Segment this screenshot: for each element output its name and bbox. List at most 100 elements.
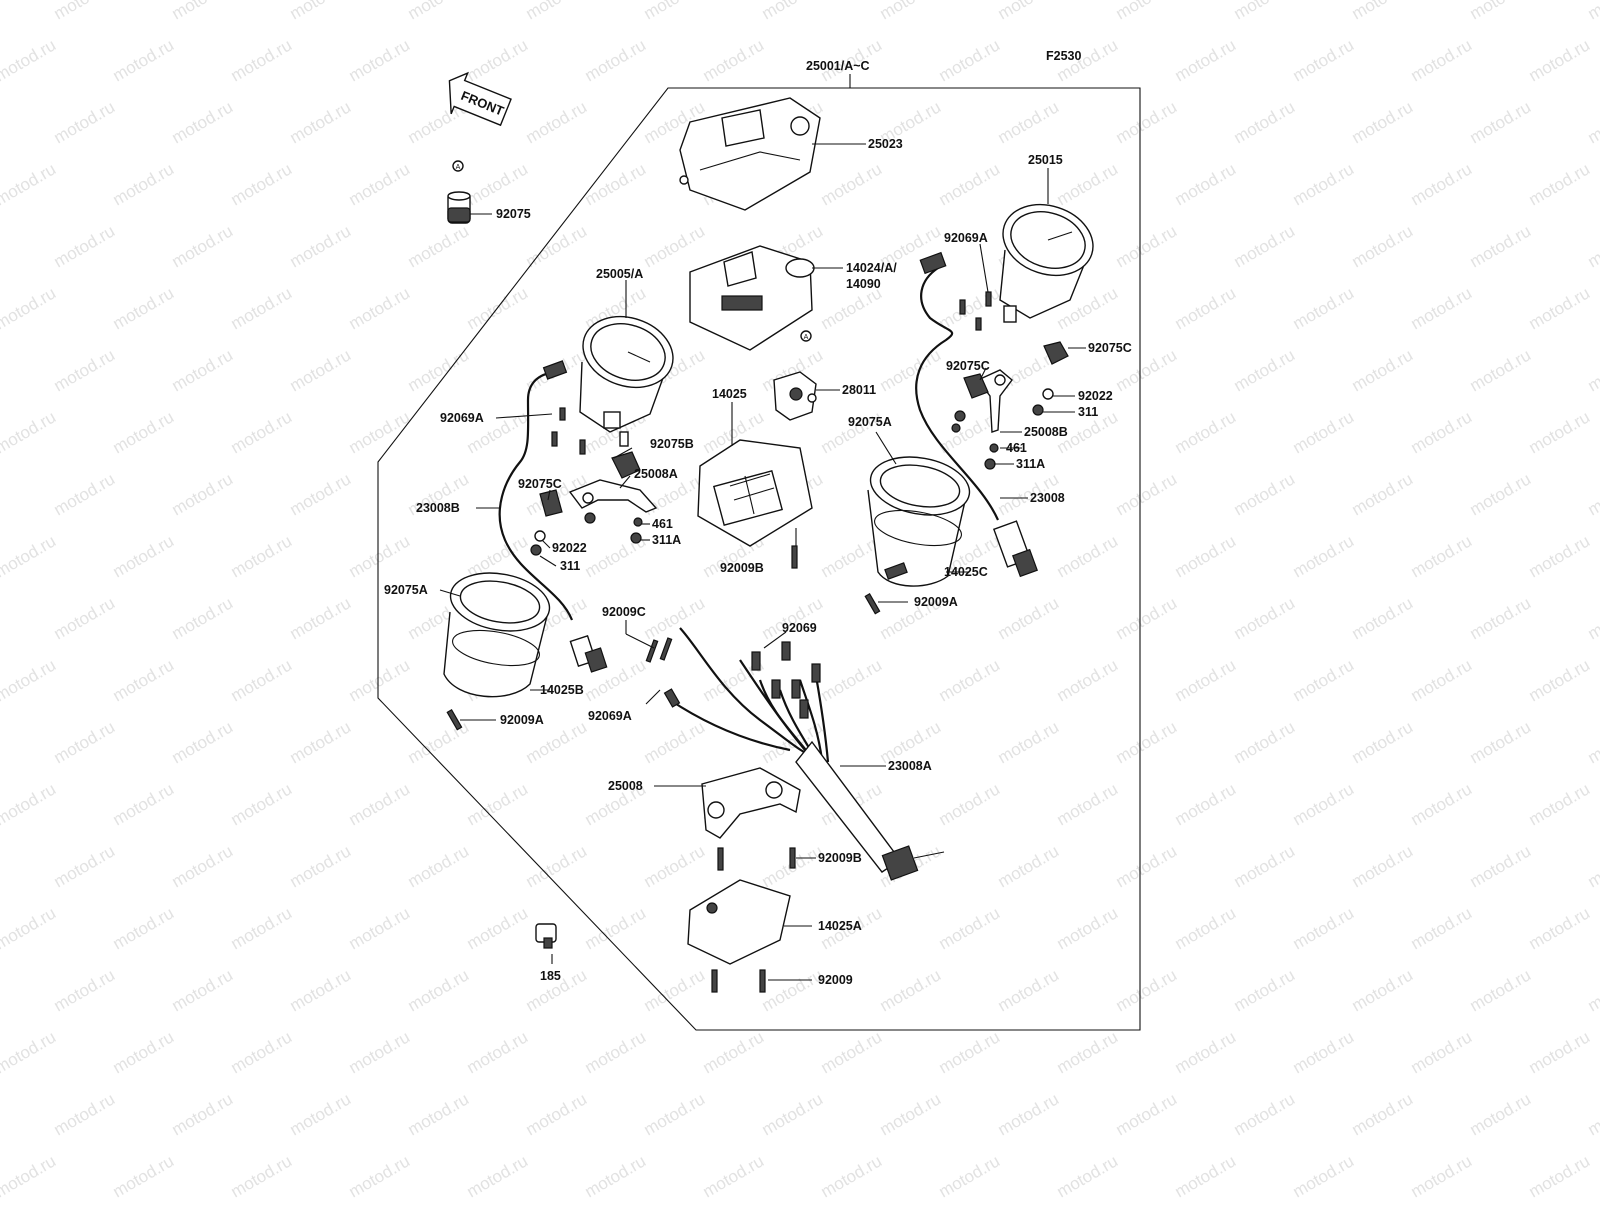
watermark-text: motod.ru bbox=[110, 159, 178, 209]
watermark-text: motod.ru bbox=[1113, 593, 1181, 643]
watermark-text: motod.ru bbox=[1231, 593, 1299, 643]
part-label: 92009B bbox=[720, 561, 764, 575]
part-label: 461 bbox=[652, 517, 673, 531]
watermark-text: motod.ru bbox=[0, 1151, 59, 1200]
watermark-text: motod.ru bbox=[1231, 97, 1299, 147]
connector-right-bottom bbox=[994, 521, 1037, 576]
watermark-text: motod.ru bbox=[818, 1151, 886, 1200]
watermark-text: motod.ru bbox=[405, 717, 473, 767]
watermark-text: motod.ru bbox=[1054, 903, 1122, 953]
watermark-text: motod.ru bbox=[995, 97, 1063, 147]
watermark-text: motod.ru bbox=[1585, 0, 1600, 23]
watermark-text: motod.ru bbox=[169, 593, 237, 643]
part-label: 23008A bbox=[888, 759, 932, 773]
watermark-text: motod.ru bbox=[936, 283, 1004, 333]
watermark-text: motod.ru bbox=[523, 1089, 591, 1139]
watermark-text: motod.ru bbox=[51, 345, 119, 395]
watermark-text: motod.ru bbox=[700, 1027, 768, 1077]
watermark-text: motod.ru bbox=[1585, 965, 1600, 1015]
watermark-text: motod.ru bbox=[641, 221, 709, 271]
watermark-text: motod.ru bbox=[0, 35, 59, 85]
watermark-text: motod.ru bbox=[582, 1151, 650, 1200]
part-label: F2530 bbox=[1046, 49, 1081, 63]
watermark-text: motod.ru bbox=[51, 965, 119, 1015]
watermark-text: motod.ru bbox=[1231, 1089, 1299, 1139]
watermark-text: motod.ru bbox=[228, 531, 296, 581]
watermark-text: motod.ru bbox=[936, 159, 1004, 209]
part-label: 92009A bbox=[914, 595, 958, 609]
watermark-text: motod.ru bbox=[287, 717, 355, 767]
watermark-text: motod.ru bbox=[287, 593, 355, 643]
watermark-text: motod.ru bbox=[346, 903, 414, 953]
watermark-text: motod.ru bbox=[228, 1151, 296, 1200]
watermark-text: motod.ru bbox=[1054, 1027, 1122, 1077]
watermark-text: motod.ru bbox=[1349, 221, 1417, 271]
watermark-text: motod.ru bbox=[169, 965, 237, 1015]
watermark-text: motod.ru bbox=[877, 965, 945, 1015]
watermark-text: motod.ru bbox=[0, 655, 59, 705]
watermark-text: motod.ru bbox=[1172, 407, 1240, 457]
part-label: 92009A bbox=[500, 713, 544, 727]
meter-cup-14025b bbox=[444, 566, 554, 697]
watermark-text: motod.ru bbox=[641, 717, 709, 767]
watermark-text: motod.ru bbox=[287, 965, 355, 1015]
watermark-text: motod.ru bbox=[51, 841, 119, 891]
watermark-text: motod.ru bbox=[1113, 0, 1181, 23]
part-label: 92009 bbox=[818, 973, 853, 987]
watermark-text: motod.ru bbox=[51, 593, 119, 643]
watermark-text: motod.ru bbox=[1467, 1089, 1535, 1139]
watermark-text: motod.ru bbox=[995, 965, 1063, 1015]
watermark-text: motod.ru bbox=[51, 97, 119, 147]
watermark-text: motod.ru bbox=[346, 159, 414, 209]
part-label: 92075C bbox=[946, 359, 990, 373]
watermark-text: motod.ru bbox=[1349, 717, 1417, 767]
watermark-text: motod.ru bbox=[51, 469, 119, 519]
part-label: 14090 bbox=[846, 277, 881, 291]
part-label: 25015 bbox=[1028, 153, 1063, 167]
watermark-text: motod.ru bbox=[1054, 1151, 1122, 1200]
watermark-text: motod.ru bbox=[936, 1151, 1004, 1200]
watermark-text: motod.ru bbox=[1054, 779, 1122, 829]
watermark-text: motod.ru bbox=[1172, 159, 1240, 209]
watermark-text: motod.ru bbox=[0, 159, 59, 209]
part-label: 25008B bbox=[1024, 425, 1068, 439]
part-label: 92009B bbox=[818, 851, 862, 865]
watermark-text: motod.ru bbox=[1408, 159, 1476, 209]
watermark-text: motod.ru bbox=[995, 841, 1063, 891]
part-label: 311 bbox=[560, 559, 580, 573]
part-label: 14024/A/ bbox=[846, 261, 897, 275]
watermark-text: motod.ru bbox=[936, 779, 1004, 829]
watermark-text: motod.ru bbox=[228, 779, 296, 829]
part-label: 461 bbox=[1006, 441, 1027, 455]
watermark-text: motod.ru bbox=[1172, 655, 1240, 705]
part-label: 14025C bbox=[944, 565, 988, 579]
watermark-text: motod.ru bbox=[464, 903, 532, 953]
watermark-text: motod.ru bbox=[523, 97, 591, 147]
watermark-text: motod.ru bbox=[110, 35, 178, 85]
part-label: 25008 bbox=[608, 779, 643, 793]
watermark-text: motod.ru bbox=[1113, 717, 1181, 767]
watermark-text: motod.ru bbox=[1290, 1151, 1358, 1200]
watermark-text: motod.ru bbox=[759, 593, 827, 643]
watermark-text: motod.ru bbox=[700, 1151, 768, 1200]
watermark-text: motod.ru bbox=[641, 593, 709, 643]
watermark-text: motod.ru bbox=[1290, 903, 1358, 953]
watermark-text: motod.ru bbox=[1172, 35, 1240, 85]
watermark-text: motod.ru bbox=[1113, 1089, 1181, 1139]
watermark-text: motod.ru bbox=[405, 221, 473, 271]
watermark-text: motod.ru bbox=[1408, 35, 1476, 85]
watermark-text: motod.ru bbox=[0, 903, 59, 953]
watermark-text: motod.ru bbox=[936, 1027, 1004, 1077]
watermark-text: motod.ru bbox=[287, 345, 355, 395]
watermark-text: motod.ru bbox=[877, 0, 945, 23]
watermark-text: motod.ru bbox=[641, 841, 709, 891]
watermark-text: motod.ru bbox=[1467, 717, 1535, 767]
watermark-text: motod.ru bbox=[995, 1089, 1063, 1139]
part-label: 14025B bbox=[540, 683, 584, 697]
part-label: 311A bbox=[1016, 457, 1045, 471]
part-label: 92069A bbox=[944, 231, 988, 245]
watermark-text: motod.ru bbox=[228, 283, 296, 333]
watermark-text: motod.ru bbox=[0, 779, 59, 829]
